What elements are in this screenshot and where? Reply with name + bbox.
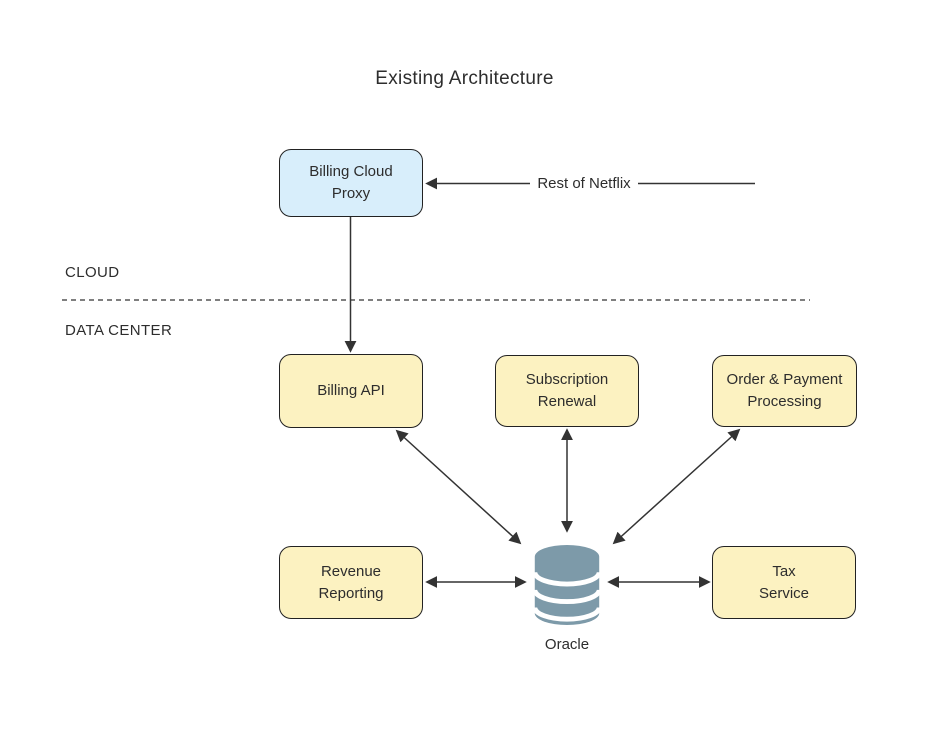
- arrow-billing-api-oracle: [395, 429, 522, 545]
- node-tax-service: Tax Service: [712, 546, 856, 619]
- node-label: Billing Cloud Proxy: [309, 163, 393, 202]
- node-billing-api: Billing API: [279, 354, 423, 428]
- node-label: Subscription Renewal: [525, 371, 609, 410]
- data-center-zone-label: DATA CENTER: [65, 322, 173, 339]
- diagram-title: Existing Architecture: [375, 68, 554, 89]
- node-label: Order & Payment Processing: [726, 371, 843, 410]
- node-billing-cloud-proxy: Billing Cloud Proxy: [279, 149, 423, 217]
- cloud-zone-label: CLOUD: [65, 264, 120, 281]
- rest-of-netflix-label: Rest of Netflix: [530, 173, 638, 194]
- node-label: Revenue Reporting: [318, 562, 384, 602]
- arrow-order-payment-oracle: [612, 428, 741, 545]
- oracle-database-icon: [532, 544, 602, 626]
- node-label: Tax Service: [758, 562, 810, 602]
- node-label: Billing API: [317, 382, 385, 400]
- oracle-label: Oracle: [544, 636, 590, 653]
- node-subscription-renewal: Subscription Renewal: [495, 355, 639, 427]
- node-order-payment-processing: Order & Payment Processing: [712, 355, 857, 427]
- node-revenue-reporting: Revenue Reporting: [279, 546, 423, 619]
